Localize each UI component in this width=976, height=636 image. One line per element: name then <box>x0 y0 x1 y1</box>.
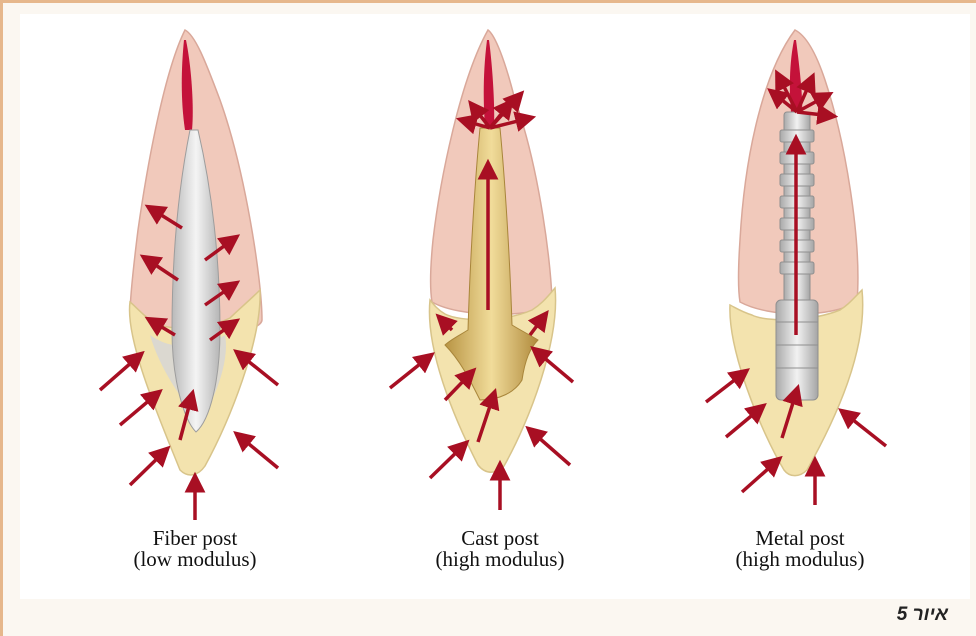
figure-label: איור 5 <box>897 604 948 626</box>
arrow <box>130 450 166 485</box>
caption-title: Cast post <box>400 528 600 549</box>
arrow <box>530 430 570 465</box>
cast-post-caption: Cast post (high modulus) <box>400 528 600 570</box>
cast-post-tooth <box>390 30 573 510</box>
arrow <box>742 460 778 492</box>
caption-subtitle: (high modulus) <box>700 549 900 570</box>
metal-post-caption: Metal post (high modulus) <box>700 528 900 570</box>
caption-title: Fiber post <box>95 528 295 549</box>
fiber-post-caption: Fiber post (low modulus) <box>95 528 295 570</box>
arrow <box>706 372 745 402</box>
metal-post-tooth <box>706 30 886 505</box>
caption-title: Metal post <box>700 528 900 549</box>
arrow <box>390 356 430 388</box>
arrow <box>726 407 762 437</box>
arrow <box>843 412 886 446</box>
caption-subtitle: (low modulus) <box>95 549 295 570</box>
fiber-post-tooth <box>100 30 278 520</box>
arrow <box>100 355 140 390</box>
caption-subtitle: (high modulus) <box>400 549 600 570</box>
arrow <box>238 435 278 468</box>
arrow <box>120 393 158 425</box>
arrow <box>430 444 465 478</box>
